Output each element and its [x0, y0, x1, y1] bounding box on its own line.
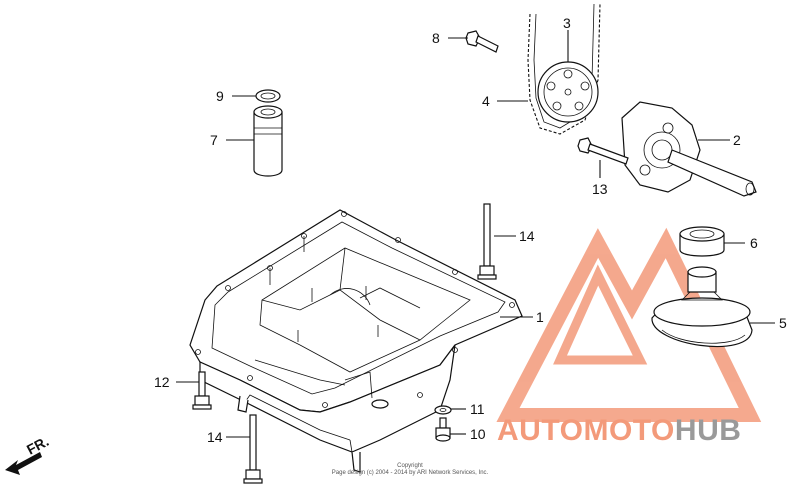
callout-6: 6: [750, 235, 758, 251]
callout-2: 2: [733, 132, 741, 148]
callout-12: 12: [154, 374, 170, 390]
callout-11: 11: [470, 401, 485, 417]
drain-bolt-10-part[interactable]: [435, 417, 451, 442]
sprocket-3-part[interactable]: [537, 61, 599, 123]
callout-13: 13: [592, 181, 608, 197]
front-direction-arrow-icon: [5, 452, 42, 475]
watermark-text: AUTOMOTOHUB: [497, 414, 741, 448]
seal-6-part[interactable]: [679, 226, 725, 257]
callout-9: 9: [216, 88, 224, 104]
callout-14-bottom: 14: [207, 429, 223, 445]
callout-7: 7: [210, 132, 218, 148]
callout-4: 4: [482, 93, 490, 109]
callout-3: 3: [563, 15, 571, 31]
callout-labels: 8 3 4 2 13 9 7 14 6 5 1 12 11 10 14: [154, 15, 787, 445]
oil-pump-2-part[interactable]: [621, 101, 757, 197]
leader-lines: [176, 30, 775, 438]
copyright-line-1: Copyright: [397, 463, 423, 469]
bolt-12-part[interactable]: [192, 371, 212, 410]
watermark-text-primary: AUTOMOTO: [497, 414, 675, 447]
bolt-8-part[interactable]: [465, 30, 499, 53]
bolt-14-bottom-part[interactable]: [243, 414, 263, 484]
oil-strainer-5-part[interactable]: [651, 266, 753, 348]
callout-14-top: 14: [519, 228, 535, 244]
callout-8: 8: [432, 30, 440, 46]
bolt-14-top-part[interactable]: [477, 203, 497, 280]
watermark-text-secondary: HUB: [674, 414, 742, 447]
washer-11-part[interactable]: [434, 405, 452, 415]
o-ring-9-part[interactable]: [255, 89, 281, 103]
bolt-13-part[interactable]: [577, 137, 629, 165]
callout-1: 1: [536, 309, 544, 325]
copyright-line-2: Page design (c) 2004 - 2014 by ARI Netwo…: [331, 470, 489, 476]
watermark-logo-icon: [496, 227, 762, 422]
front-direction-label: FR.: [24, 433, 51, 458]
pipe-7-part[interactable]: [253, 105, 283, 177]
copyright-notice: Copyright Page design (c) 2004 - 2014 by…: [300, 463, 520, 477]
callout-5: 5: [779, 315, 787, 331]
callout-10: 10: [470, 426, 486, 442]
oil-pan-part[interactable]: [189, 209, 523, 473]
